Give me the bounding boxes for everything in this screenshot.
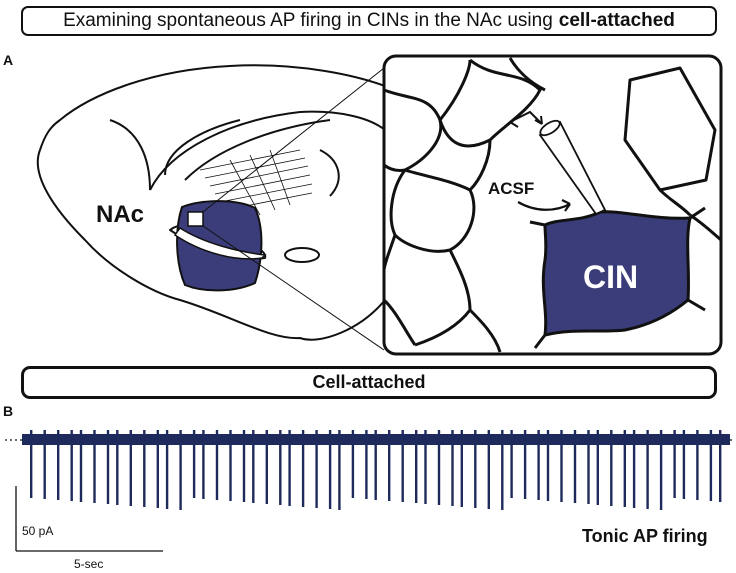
acsf-flow-arrow-icon <box>517 199 571 212</box>
panel-a-letter: A <box>3 52 14 68</box>
fiber-tracts <box>199 149 313 216</box>
scale-y-label: 50 pA <box>22 524 54 538</box>
pipette-direction-icon <box>509 110 543 128</box>
tonic-firing-caption: Tonic AP firing <box>582 526 708 546</box>
figure-title: Examining spontaneous AP firing in CINs … <box>21 6 717 36</box>
zoom-line-bottom <box>202 225 385 351</box>
panel-b-letter: B <box>3 403 14 419</box>
title-text: Examining spontaneous AP firing in CINs … <box>63 10 553 31</box>
ap-spike-train <box>30 430 722 510</box>
anterior-commissure <box>173 226 267 260</box>
title-bold-text: cell-attached <box>558 10 675 31</box>
acsf-label: ACSF <box>488 179 534 198</box>
zoom-line-top <box>202 67 385 213</box>
cin-label: CIN <box>583 259 638 295</box>
cell-attached-banner: Cell-attached <box>21 366 717 399</box>
nac-zoom-square <box>187 211 204 227</box>
scale-x-label: 5-sec <box>74 557 104 571</box>
nac-label: NAc <box>96 201 144 228</box>
inset-cells <box>382 57 722 353</box>
recording-pipette <box>538 119 607 216</box>
cin-cell <box>541 210 692 337</box>
